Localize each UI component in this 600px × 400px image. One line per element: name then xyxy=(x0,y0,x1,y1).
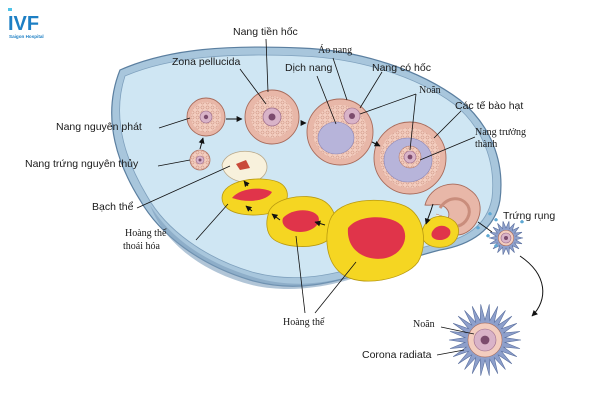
follicular-fluid-drops xyxy=(476,212,524,248)
label-trung-rung: Trứng rụng xyxy=(503,210,555,222)
logo-mark xyxy=(8,8,12,11)
label-bach-the: Bạch thể xyxy=(92,201,134,213)
label-nang-trung-nguyen-thuy: Nang trứng nguyên thủy xyxy=(25,158,139,170)
oocyte-corona-radiata xyxy=(448,304,522,376)
cycle-arrows xyxy=(198,116,544,317)
label-dich-nang: Dịch nang xyxy=(285,62,332,74)
label-nang-nguyen-phat: Nang nguyên phát xyxy=(56,121,142,133)
corpus-luteum-degenerating xyxy=(221,178,288,216)
label-noan-top: Noãn xyxy=(419,85,441,96)
logo-subtitle: Saigon Hospital xyxy=(9,34,44,39)
labels: Nang tiền hốc Áo nang Zona pellucida Dịc… xyxy=(25,26,555,361)
released-oocyte xyxy=(488,221,524,255)
label-nang-truong-thanh-2: thành xyxy=(475,139,497,150)
primary-follicle xyxy=(186,97,226,137)
label-nang-truong-thanh-1: Nang trưởng xyxy=(475,127,526,138)
primordial-follicle xyxy=(189,149,211,171)
label-nang-co-hoc: Nang có hốc xyxy=(372,62,431,74)
preantral-follicle xyxy=(244,89,300,145)
corpus-luteum-large xyxy=(326,199,424,282)
label-ao-nang: Áo nang xyxy=(318,44,352,56)
logo-text: IVF xyxy=(8,13,39,35)
label-zona-pellucida: Zona pellucida xyxy=(172,56,240,68)
label-noan-bottom: Noãn xyxy=(413,319,435,330)
label-corona-radiata: Corona radiata xyxy=(362,349,432,361)
leader-lines xyxy=(136,38,493,356)
ivf-logo: IVF Saigon Hospital xyxy=(8,8,44,39)
corpus-luteum-medium xyxy=(266,196,336,247)
label-nang-tien-hoc: Nang tiền hốc xyxy=(233,26,298,38)
label-hoang-the-thoai-hoa-1: Hoàng thể xyxy=(125,228,167,239)
label-hoang-the: Hoàng thể xyxy=(283,317,325,328)
label-hoang-the-thoai-hoa-2: thoái hóa xyxy=(123,241,160,252)
early-corpus-luteum xyxy=(421,215,459,248)
mature-follicle xyxy=(373,121,447,195)
antral-follicle xyxy=(306,98,374,166)
corpus-albicans xyxy=(221,150,268,183)
label-cac-te-bao-hat: Các tế bào hạt xyxy=(455,100,523,112)
